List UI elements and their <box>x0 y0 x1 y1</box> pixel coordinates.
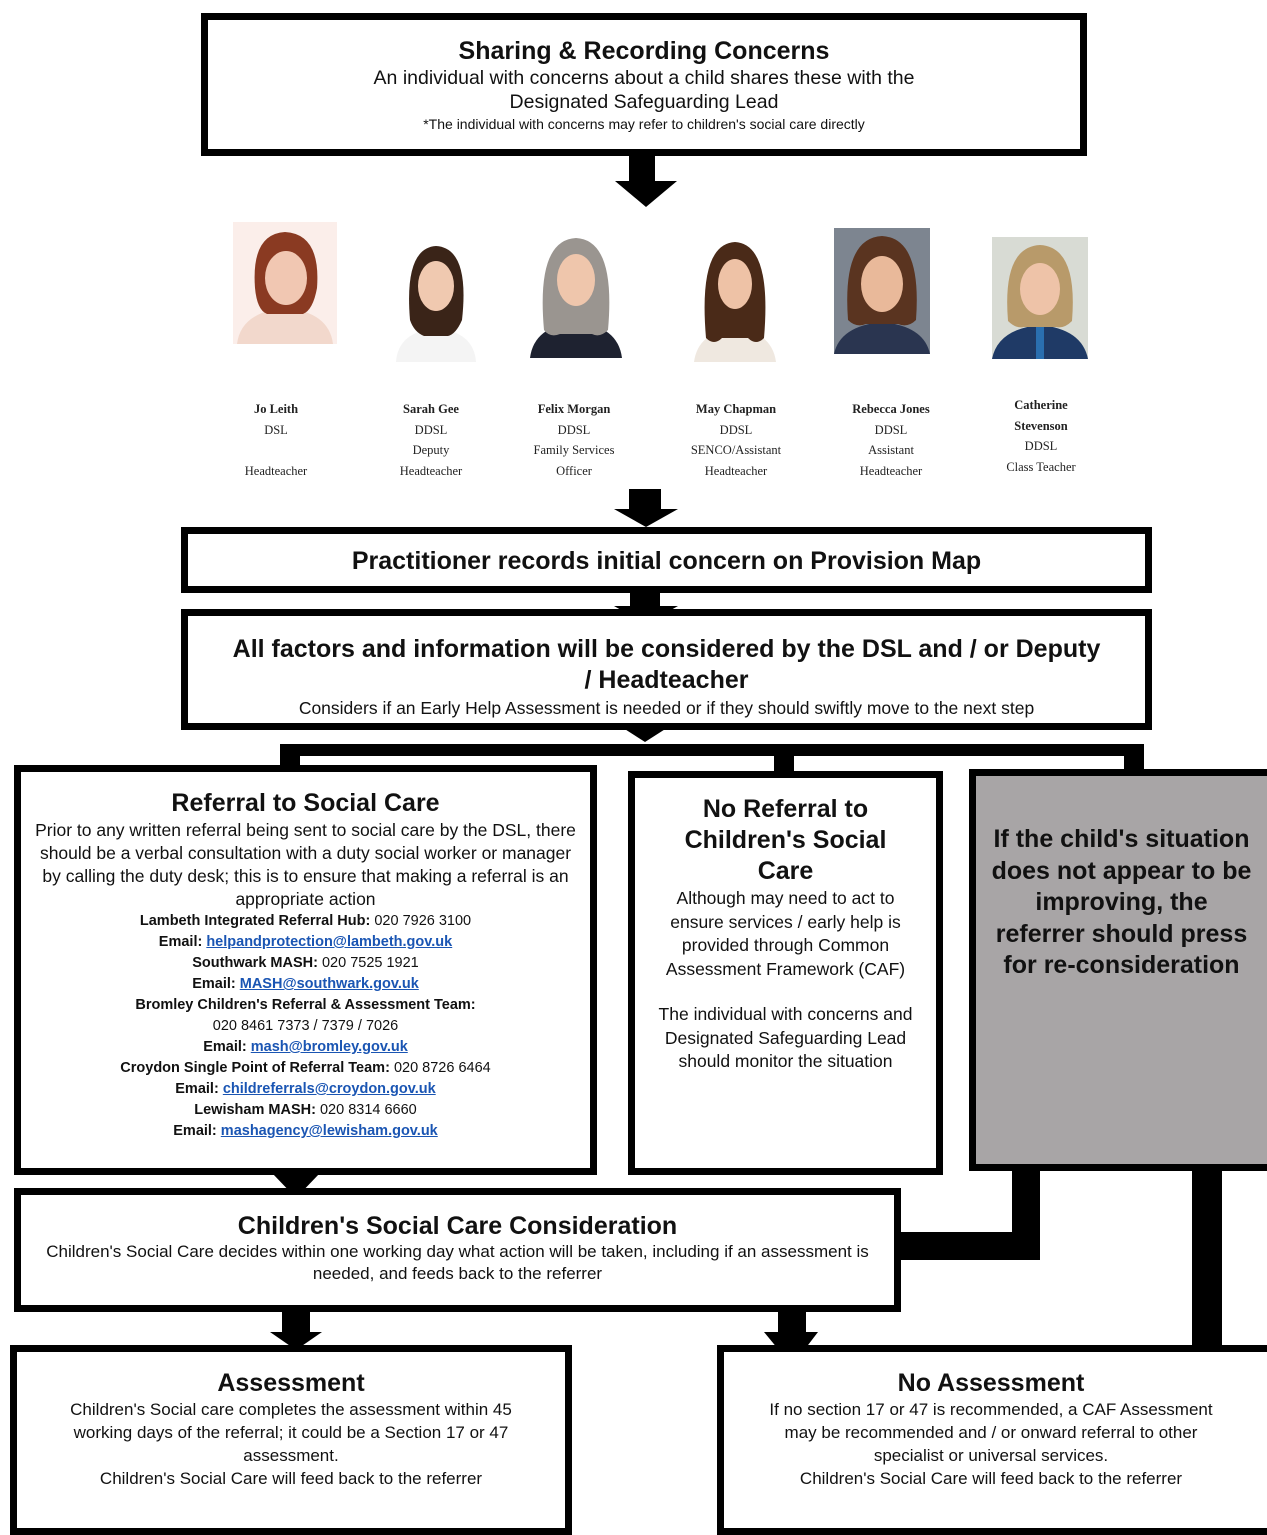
no-assessment-text2: Children's Social Care will feed back to… <box>799 1469 1183 1488</box>
factors-line: Considers if an Early Help Assessment is… <box>298 698 1035 718</box>
email-link[interactable]: helpandprotection@lambeth.gov.uk <box>206 934 453 950</box>
staff-label-5: Catherine Stevenson DDSL Class Teacher <box>998 395 1084 477</box>
referral-contacts: Lambeth Integrated Referral Hub: 020 792… <box>33 911 578 1142</box>
staff-photo-felix-morgan <box>528 234 624 358</box>
contact-lewisham: Lewisham MASH: 020 8314 6660 <box>33 1100 578 1121</box>
no-referral-text1: Although may need to act to ensure servi… <box>665 888 906 979</box>
email-link[interactable]: mashagency@lewisham.gov.uk <box>220 1123 438 1139</box>
staff-title: Officer <box>556 463 592 478</box>
assessment-text2: Children's Social Care will feed back to… <box>99 1469 483 1488</box>
staff-name: Sarah Gee <box>403 402 459 416</box>
no-assessment-text1: If no section 17 or 47 is recommended, a… <box>769 1400 1213 1465</box>
contact-southwark: Southwark MASH: 020 7525 1921 <box>33 953 578 974</box>
staff-title: Headteacher <box>244 463 308 478</box>
staff-title: Headteacher <box>859 463 923 478</box>
staff-extra <box>211 440 341 461</box>
sharing-note: *The individual with concerns may refer … <box>423 116 865 132</box>
staff-name: Catherine Stevenson <box>1014 398 1068 433</box>
referral-intro: Prior to any written referral being sent… <box>35 820 576 909</box>
contact-croydon: Croydon Single Point of Referral Team: 0… <box>33 1058 578 1079</box>
staff-photo-rebecca-jones <box>834 228 930 354</box>
staff-role: DDSL <box>557 422 591 437</box>
staff-role: DDSL <box>874 422 908 437</box>
contact-label: Croydon Single Point of Referral Team: <box>120 1060 390 1076</box>
csc-consideration-box: Children's Social Care Consideration Chi… <box>14 1188 901 1312</box>
contact-label: Lambeth Integrated Referral Hub: <box>139 913 371 929</box>
referral-title: Referral to Social Care <box>171 789 440 817</box>
staff-label-4: Rebecca Jones DDSL Assistant Headteacher <box>826 399 956 481</box>
contact-bromley: Bromley Children's Referral & Assessment… <box>33 995 578 1016</box>
photo-top <box>396 328 476 362</box>
email-label: Email: <box>173 1123 217 1139</box>
contact-label: Southwark MASH: <box>192 955 318 971</box>
factors-title: All factors and information will be cons… <box>232 635 1101 694</box>
contact-label: Lewisham MASH: <box>194 1102 316 1118</box>
csc-title: Children's Social Care Consideration <box>237 1212 678 1240</box>
staff-photo-jo-leith <box>233 222 337 344</box>
staff-photo-catherine-stevenson <box>992 237 1088 359</box>
staff-name: May Chapman <box>695 402 777 416</box>
staff-title: Headteacher <box>399 463 463 478</box>
staff-extra: Assistant <box>868 443 914 457</box>
email-label: Email: <box>175 1081 219 1097</box>
staff-title: Class Teacher <box>1006 459 1076 474</box>
photo-top <box>834 322 930 354</box>
staff-label-3: May Chapman DDSL SENCO/Assistant Headtea… <box>671 399 801 481</box>
practitioner-text: Practitioner records initial concern on … <box>351 547 982 575</box>
no-referral-text2: The individual with concerns and Designa… <box>658 1004 913 1071</box>
email-link[interactable]: mash@bromley.gov.uk <box>250 1039 408 1055</box>
email-link[interactable]: childreferrals@croydon.gov.uk <box>222 1081 436 1097</box>
staff-photo-may-chapman <box>692 238 778 362</box>
referral-box: Referral to Social Care Prior to any wri… <box>14 765 597 1175</box>
contact-lewisham-email: Email: mashagency@lewisham.gov.uk <box>33 1121 578 1142</box>
contact-phone: 020 8461 7373 / 7379 / 7026 <box>212 1018 399 1034</box>
sharing-title: Sharing & Recording Concerns <box>458 37 830 65</box>
staff-title: Headteacher <box>704 463 768 478</box>
contact-phone: 020 7525 1921 <box>321 955 419 971</box>
contact-phone: 020 8314 6660 <box>319 1102 417 1118</box>
staff-name: Jo Leith <box>253 402 299 416</box>
staff-role: DDSL <box>1024 439 1058 453</box>
assessment-title: Assessment <box>217 1369 365 1397</box>
staff-label-1: Sarah Gee DDSL Deputy Headteacher <box>366 399 496 481</box>
staff-extra: SENCO/Assistant <box>690 443 782 457</box>
email-label: Email: <box>158 934 203 950</box>
email-label: Email: <box>203 1039 247 1055</box>
staff-extra: Deputy <box>412 443 450 457</box>
staff-photo-sarah-gee <box>392 240 480 362</box>
staff-role: DDSL <box>719 422 753 437</box>
no-assessment-box: No Assessment If no section 17 or 47 is … <box>717 1345 1267 1535</box>
assessment-box: Assessment Children's Social care comple… <box>10 1345 572 1535</box>
email-link[interactable]: MASH@southwark.gov.uk <box>239 976 419 992</box>
contact-bromley-email: Email: mash@bromley.gov.uk <box>33 1037 578 1058</box>
reconsider-box: If the child's situation does not appear… <box>969 769 1267 1171</box>
contact-label: Bromley Children's Referral & Assessment… <box>135 997 476 1013</box>
staff-label-0: Jo Leith DSL Headteacher <box>211 399 341 481</box>
sharing-concerns-box: Sharing & Recording Concerns An individu… <box>201 13 1087 156</box>
staff-label-2: Felix Morgan DDSL Family Services Office… <box>509 399 639 481</box>
no-assessment-title: No Assessment <box>897 1369 1085 1397</box>
staff-name: Felix Morgan <box>537 402 611 416</box>
contact-lambeth: Lambeth Integrated Referral Hub: 020 792… <box>33 911 578 932</box>
no-referral-box: No Referral to Children's Social Care Al… <box>628 771 943 1175</box>
factors-box: All factors and information will be cons… <box>181 609 1152 730</box>
contact-phone: 020 7926 3100 <box>374 913 472 929</box>
contact-southwark-email: Email: MASH@southwark.gov.uk <box>33 974 578 995</box>
contact-phone: 020 8726 6464 <box>393 1060 491 1076</box>
csc-text: Children's Social Care decides within on… <box>46 1242 869 1283</box>
photo-top <box>237 308 333 344</box>
sharing-line: An individual with concerns about a chil… <box>373 67 915 113</box>
email-label: Email: <box>192 976 236 992</box>
contact-bromley-phone: 020 8461 7373 / 7379 / 7026 <box>33 1016 578 1037</box>
assessment-text1: Children's Social care completes the ass… <box>70 1400 512 1465</box>
staff-name: Rebecca Jones <box>852 402 930 416</box>
contact-lambeth-email: Email: helpandprotection@lambeth.gov.uk <box>33 932 578 953</box>
practitioner-box: Practitioner records initial concern on … <box>181 527 1152 593</box>
staff-role: DSL <box>264 422 288 437</box>
no-referral-title: No Referral to Children's Social Care <box>684 795 887 885</box>
contact-croydon-email: Email: childreferrals@croydon.gov.uk <box>33 1079 578 1100</box>
staff-role: DDSL <box>414 422 448 437</box>
staff-extra: Family Services <box>533 443 615 457</box>
reconsider-text: If the child's situation does not appear… <box>991 825 1252 979</box>
